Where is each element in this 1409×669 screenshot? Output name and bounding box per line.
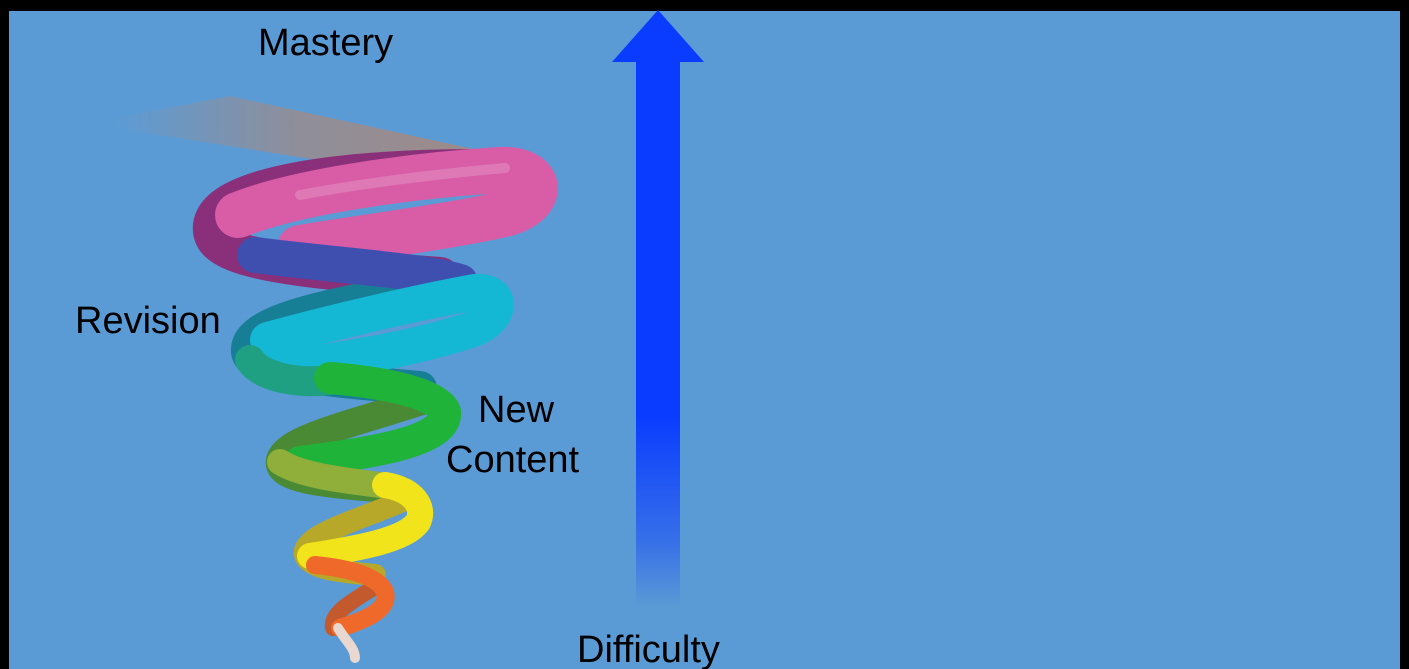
- arrow-head: [612, 10, 704, 62]
- spiral-front-cyan: [250, 274, 514, 388]
- label-mastery: Mastery: [258, 22, 393, 64]
- difficulty-arrow: [612, 10, 704, 608]
- learning-spiral: [115, 96, 558, 663]
- label-new-content-line2: Content: [446, 439, 580, 481]
- spiral-highlight: [295, 163, 510, 200]
- arrow-shaft: [636, 60, 680, 608]
- label-difficulty: Difficulty: [577, 629, 720, 669]
- spiral-front-green: [284, 362, 461, 478]
- spiral-front-orange: [306, 556, 395, 637]
- label-new-content-line1: New: [478, 389, 555, 431]
- spiral-front-yellow: [297, 472, 434, 569]
- spiral-front-tail: [333, 623, 360, 663]
- label-revision: Revision: [75, 300, 221, 342]
- spiral-front-magenta: [215, 147, 558, 271]
- spiral-front-olive: [267, 449, 393, 498]
- spiral-front-indigo: [237, 237, 478, 300]
